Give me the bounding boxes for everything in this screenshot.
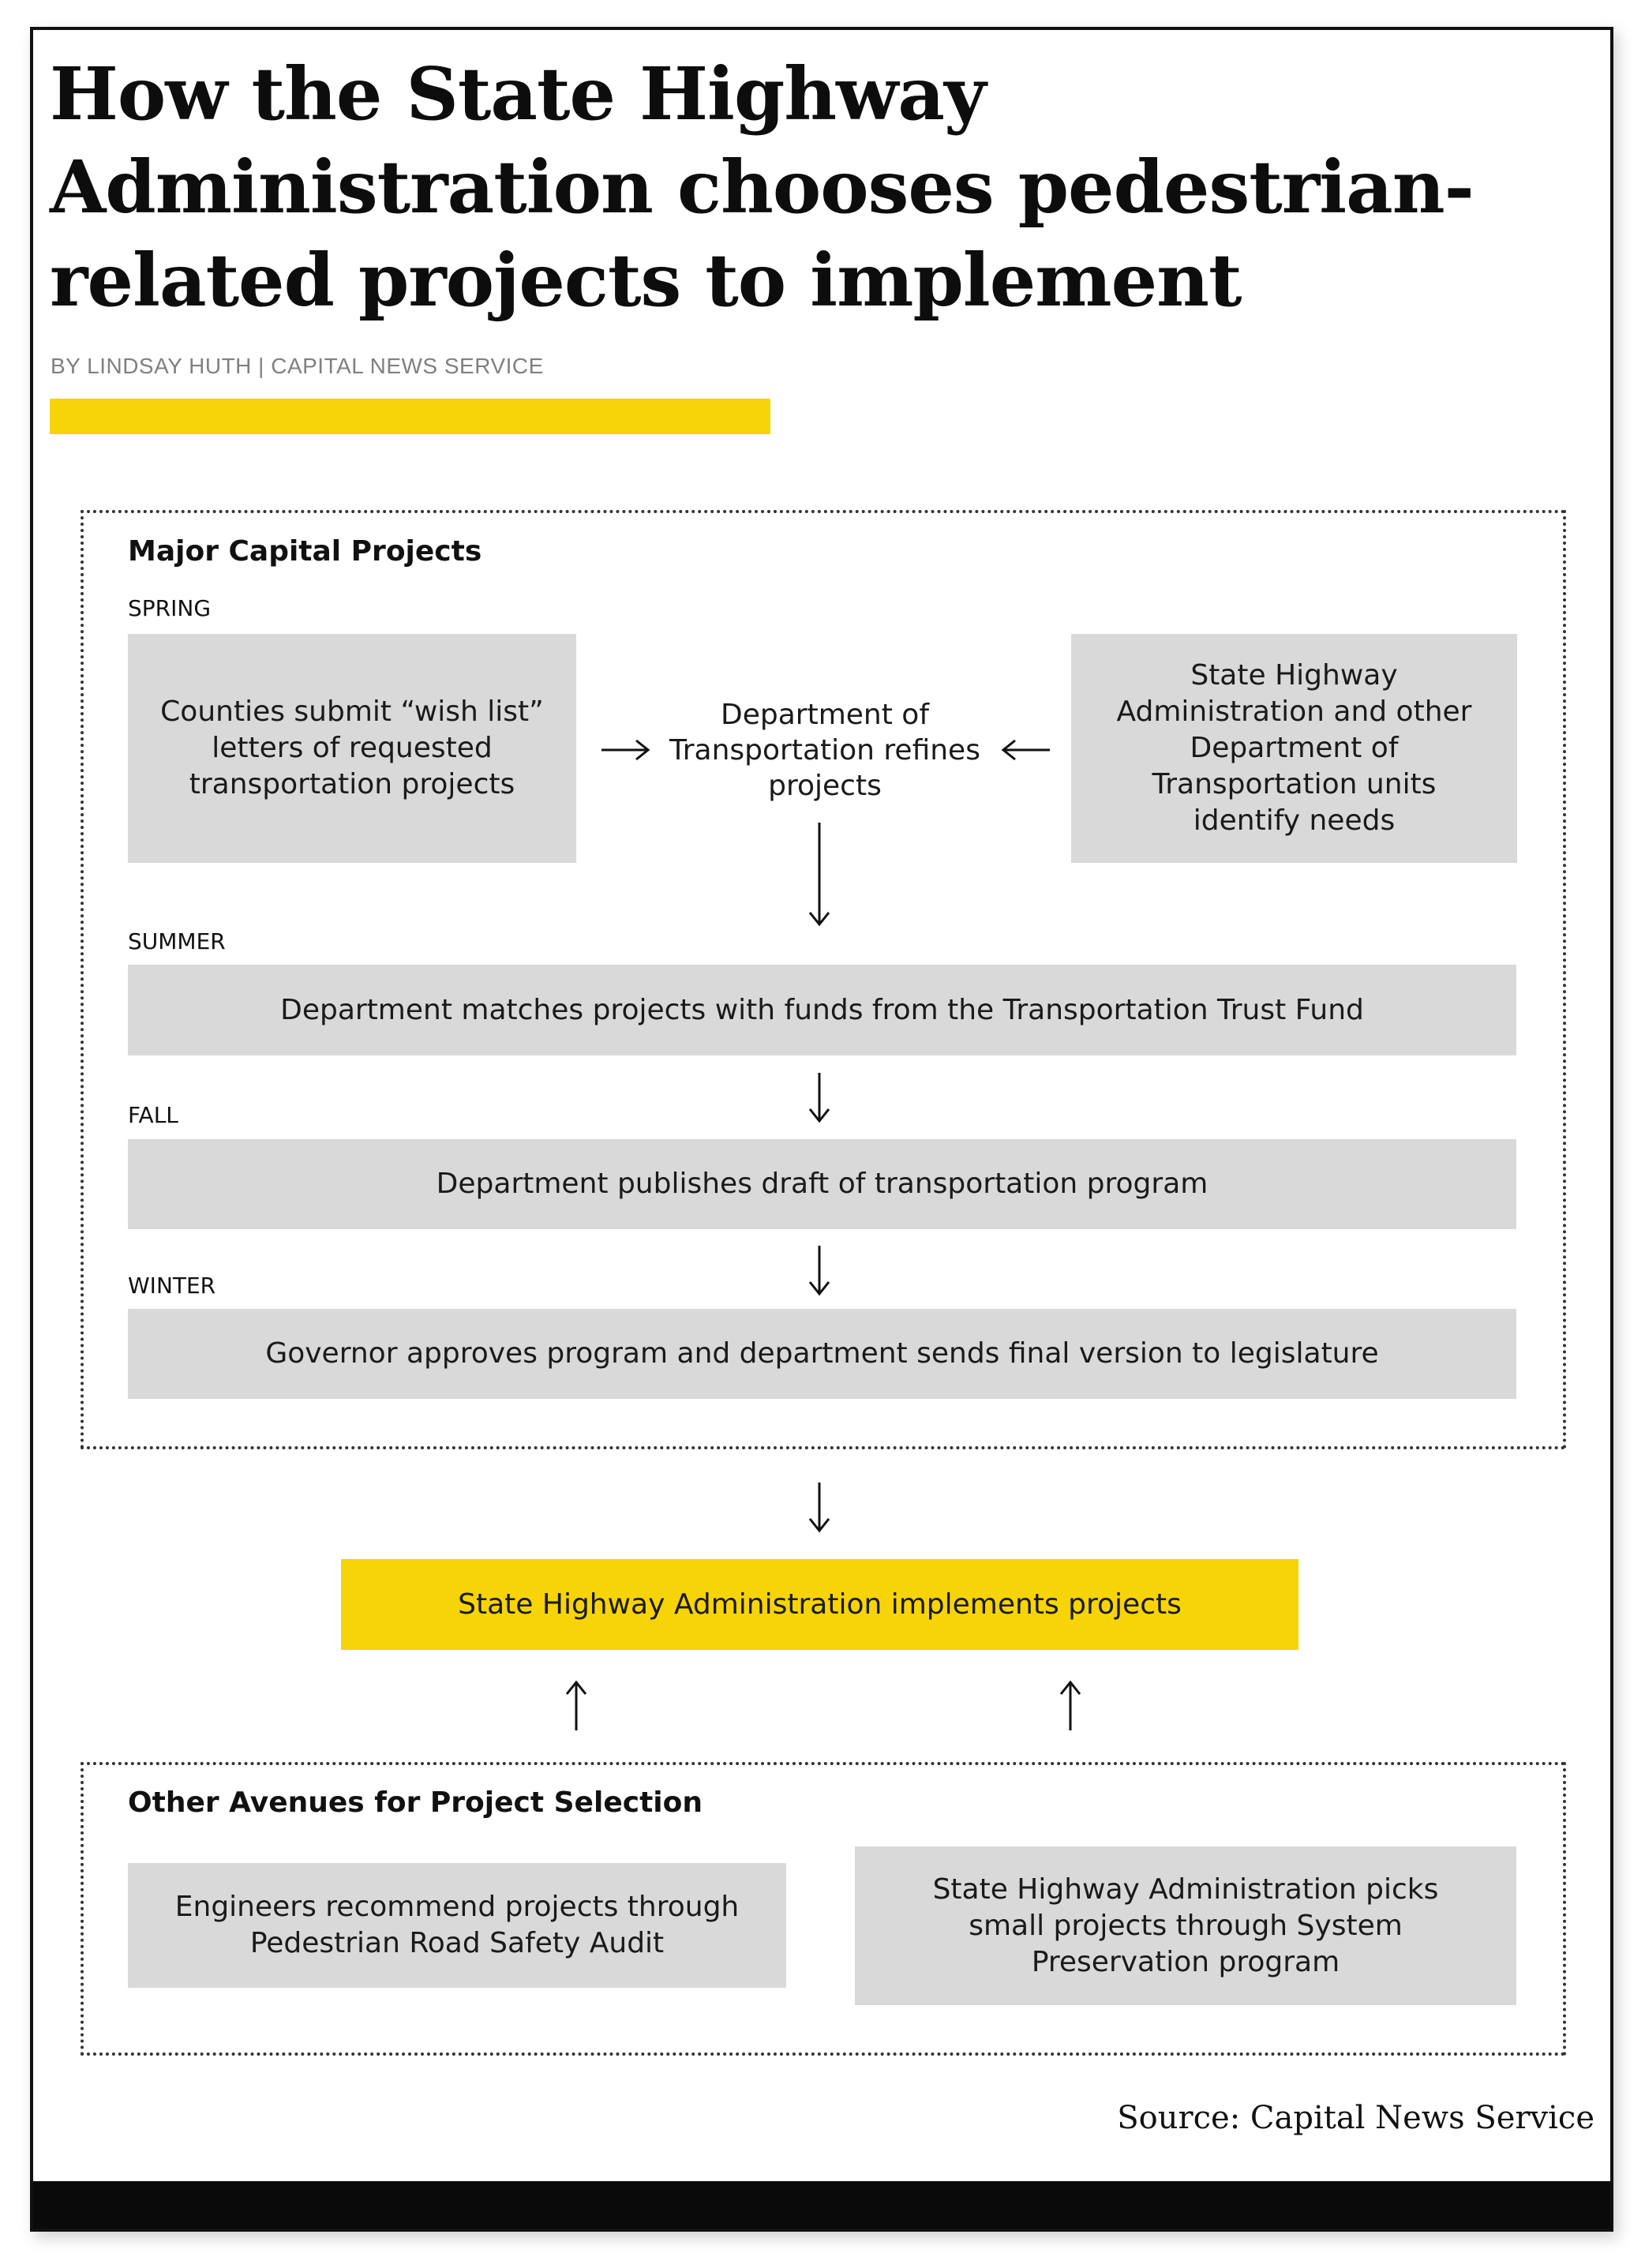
fall-publishes-draft-box: Department publishes draft of transporta… bbox=[128, 1139, 1516, 1229]
arrow-up-icon bbox=[1059, 1680, 1081, 1730]
arrow-down-icon bbox=[808, 1483, 830, 1533]
arrow-right-icon bbox=[601, 739, 650, 761]
counties-wish-list-box: Counties submit “wish list” letters of r… bbox=[128, 634, 576, 863]
arrow-up-icon bbox=[565, 1680, 587, 1730]
dot-refines-text: Department of Transportation refines pro… bbox=[669, 698, 980, 802]
page-title: How the State Highway Administration cho… bbox=[50, 51, 1475, 323]
arrow-down-icon bbox=[808, 1073, 830, 1123]
arrow-left-icon bbox=[1001, 739, 1050, 761]
sha-identify-needs-box: State Highway Administration and other D… bbox=[1071, 634, 1517, 863]
engineers-recommend-box: Engineers recommend projects through Ped… bbox=[128, 1863, 786, 1988]
accent-rule bbox=[50, 399, 770, 434]
spring-label: SPRING bbox=[128, 595, 212, 621]
source-credit: Source: Capital News Service bbox=[1117, 2100, 1594, 2136]
sha-system-preservation-box: State Highway Administration picks small… bbox=[855, 1846, 1516, 2005]
summer-matches-funds-box: Department matches projects with funds f… bbox=[128, 965, 1516, 1055]
fall-label: FALL bbox=[128, 1102, 178, 1128]
arrow-down-icon bbox=[808, 823, 830, 927]
sha-implements-projects-box: State Highway Administration implements … bbox=[341, 1559, 1298, 1650]
winter-governor-approves-box: Governor approves program and department… bbox=[128, 1309, 1516, 1399]
other-avenues-section bbox=[81, 1762, 1566, 2056]
major-section-heading: Major Capital Projects bbox=[128, 535, 482, 568]
byline: BY LINDSAY HUTH | CAPITAL NEWS SERVICE bbox=[51, 354, 544, 378]
footer-bar bbox=[33, 2181, 1610, 2229]
summer-label: SUMMER bbox=[128, 928, 226, 954]
arrow-down-icon bbox=[808, 1246, 830, 1296]
major-capital-projects-section bbox=[81, 510, 1566, 1449]
other-section-heading: Other Avenues for Project Selection bbox=[128, 1786, 703, 1819]
winter-label: WINTER bbox=[128, 1273, 216, 1299]
